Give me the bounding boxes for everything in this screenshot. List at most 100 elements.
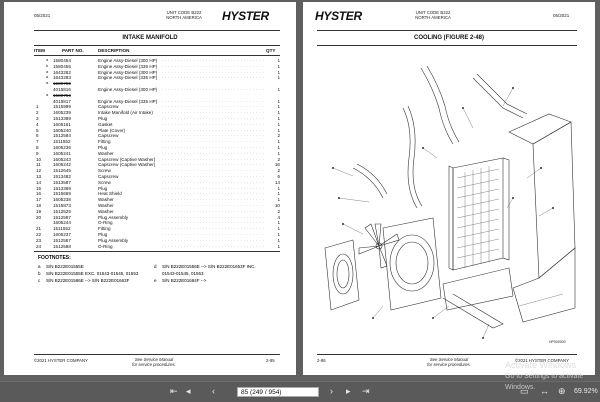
quantity: 1: [277, 139, 280, 145]
item-number: 18: [36, 203, 42, 208]
viewer-toolbar: ⇤ ◂ ‹ 85 (249 / 954) › ▸ ⇥ ▭ ↔ ⊕ 69.92%: [0, 381, 600, 402]
dot-leader: . . . . . . . . . . . . . . . . . . . . …: [162, 220, 266, 225]
item-number: 6: [36, 133, 39, 139]
item-number: 7: [36, 139, 39, 145]
dot-leader: . . . . . . . . . . . . . . . . . . . . …: [162, 197, 266, 202]
dot-leader: . . . . . . . . . . . . . . . . . . . . …: [162, 203, 266, 207]
quantity: 2: [277, 156, 280, 162]
dot-leader: . . . . . . . . . . . . . . . . . . . . …: [162, 98, 266, 103]
fan-shroud: [382, 217, 442, 311]
part-number: 1515999: [53, 104, 71, 110]
dot-leader: . . . . . . . . . . . . . . . . . . . . …: [162, 58, 266, 62]
quantity: 1: [277, 237, 280, 243]
last-page-icon[interactable]: ⇥: [362, 386, 370, 396]
part-number: 1512587: [53, 214, 71, 220]
item-number: 15: [36, 185, 42, 191]
part-description: Plug Assembly: [98, 214, 129, 220]
callout-dots: [332, 87, 554, 339]
quantity: 1: [277, 226, 280, 232]
footnotes-title: FOOTNOTES:: [38, 255, 71, 261]
footnote-mark: b: [46, 63, 49, 68]
page-number: 2-86: [317, 358, 326, 363]
side-panel: [508, 113, 576, 323]
item-number: 3: [36, 116, 39, 121]
quantity: 1: [277, 232, 280, 237]
service-note-line: See Service Manual: [429, 357, 469, 362]
part-number: 1511552: [53, 139, 71, 145]
part-number: 1605161: [53, 121, 71, 127]
figure-title: COOLING (FIGURE 2-48): [413, 35, 484, 41]
footnote-mark: a: [46, 58, 49, 62]
part-number: 1605237: [53, 232, 71, 237]
fit-width-icon[interactable]: ↔: [540, 386, 549, 396]
quantity: 1: [277, 220, 280, 226]
part-description: Engine Assy-Diesel (335 HP): [98, 75, 158, 81]
item-number: 21: [36, 226, 42, 232]
dot-leader: . . . . . . . . . . . . . . . . . . . . …: [162, 214, 266, 219]
next-page-icon[interactable]: ▸: [346, 386, 351, 396]
part-description: Plug: [98, 116, 108, 121]
guard-ring: [324, 239, 360, 311]
unit-code-line: UNIT CODE B222: [166, 10, 202, 15]
coolant-hoses: [352, 65, 528, 209]
col-part-header: PART NO.: [62, 48, 84, 53]
dot-leader: . . . . . . . . . . . . . . . . . . . . …: [162, 232, 266, 236]
part-description: Engine Assy-Diesel (300 HP): [98, 69, 158, 75]
part-description: Engine Assy-Diesel (300 HP): [98, 87, 158, 92]
part-description: Screw: [98, 179, 111, 185]
next-arrow-icon[interactable]: ›: [330, 386, 333, 396]
part-description: Capscrew (Captive Washer): [98, 156, 156, 162]
page-layout-icon[interactable]: ▭: [520, 386, 529, 396]
item-number: 16: [36, 191, 42, 197]
col-desc-header: DESCRIPTION: [98, 48, 130, 53]
quantity: 16: [274, 162, 280, 168]
part-description: Engine Assy-Diesel (335 HP): [98, 98, 158, 104]
item-number: 2: [36, 110, 39, 116]
page-number-input[interactable]: 85 (249 / 954): [237, 387, 319, 397]
service-note-line: for service procedures.: [427, 362, 471, 367]
quantity: 1: [277, 87, 280, 92]
part-number: 1512645: [53, 168, 71, 174]
item-number: 1: [36, 104, 39, 110]
previous-arrow-icon[interactable]: ‹: [212, 386, 215, 396]
item-number: 22: [36, 232, 42, 237]
quantity: 1: [277, 127, 280, 133]
footer-service-note: See Service Manual for service procedure…: [419, 357, 479, 367]
footnote-text: S/N B222E01555E EXC. 01543-01545, 01553: [46, 271, 139, 276]
zoom-icon[interactable]: ⊕: [558, 386, 566, 396]
part-description: Capscrew: [98, 174, 119, 179]
dot-leader: . . . . . . . . . . . . . . . . . . . . …: [162, 168, 266, 173]
item-number: 12: [36, 168, 42, 174]
part-description: Plug: [98, 185, 108, 191]
part-number: 1643282: [53, 69, 71, 75]
footnote-text: S/N B222E01684F -->: [162, 278, 207, 283]
columns-rule: [34, 55, 280, 56]
previous-page-icon[interactable]: ◂: [186, 386, 191, 396]
footnote-mark: a: [46, 75, 49, 80]
part-description: Capscrew: [98, 104, 119, 110]
service-note-line: for service procedures.: [132, 362, 176, 367]
item-number: 24: [36, 243, 42, 249]
part-number: 1580455: [53, 63, 71, 69]
footnote-mark: c: [38, 278, 41, 283]
quantity: 1: [277, 197, 280, 203]
zoom-level[interactable]: 69.92%: [574, 388, 598, 395]
part-number: 1605239: [53, 110, 71, 116]
part-number: 1605242: [53, 162, 71, 168]
part-description: O-Ring: [98, 243, 113, 249]
first-page-icon[interactable]: ⇤: [170, 386, 178, 396]
quantity: 10: [274, 203, 280, 208]
hyster-logo: HYSTER: [315, 9, 362, 23]
footer-service-note: See Service Manual for service procedure…: [124, 357, 184, 367]
unit-region-line: NORTH AMERICA: [166, 15, 202, 20]
part-description: Engine Assy-Diesel (300 HP): [98, 58, 158, 63]
col-qty-header: QTY: [266, 48, 276, 53]
